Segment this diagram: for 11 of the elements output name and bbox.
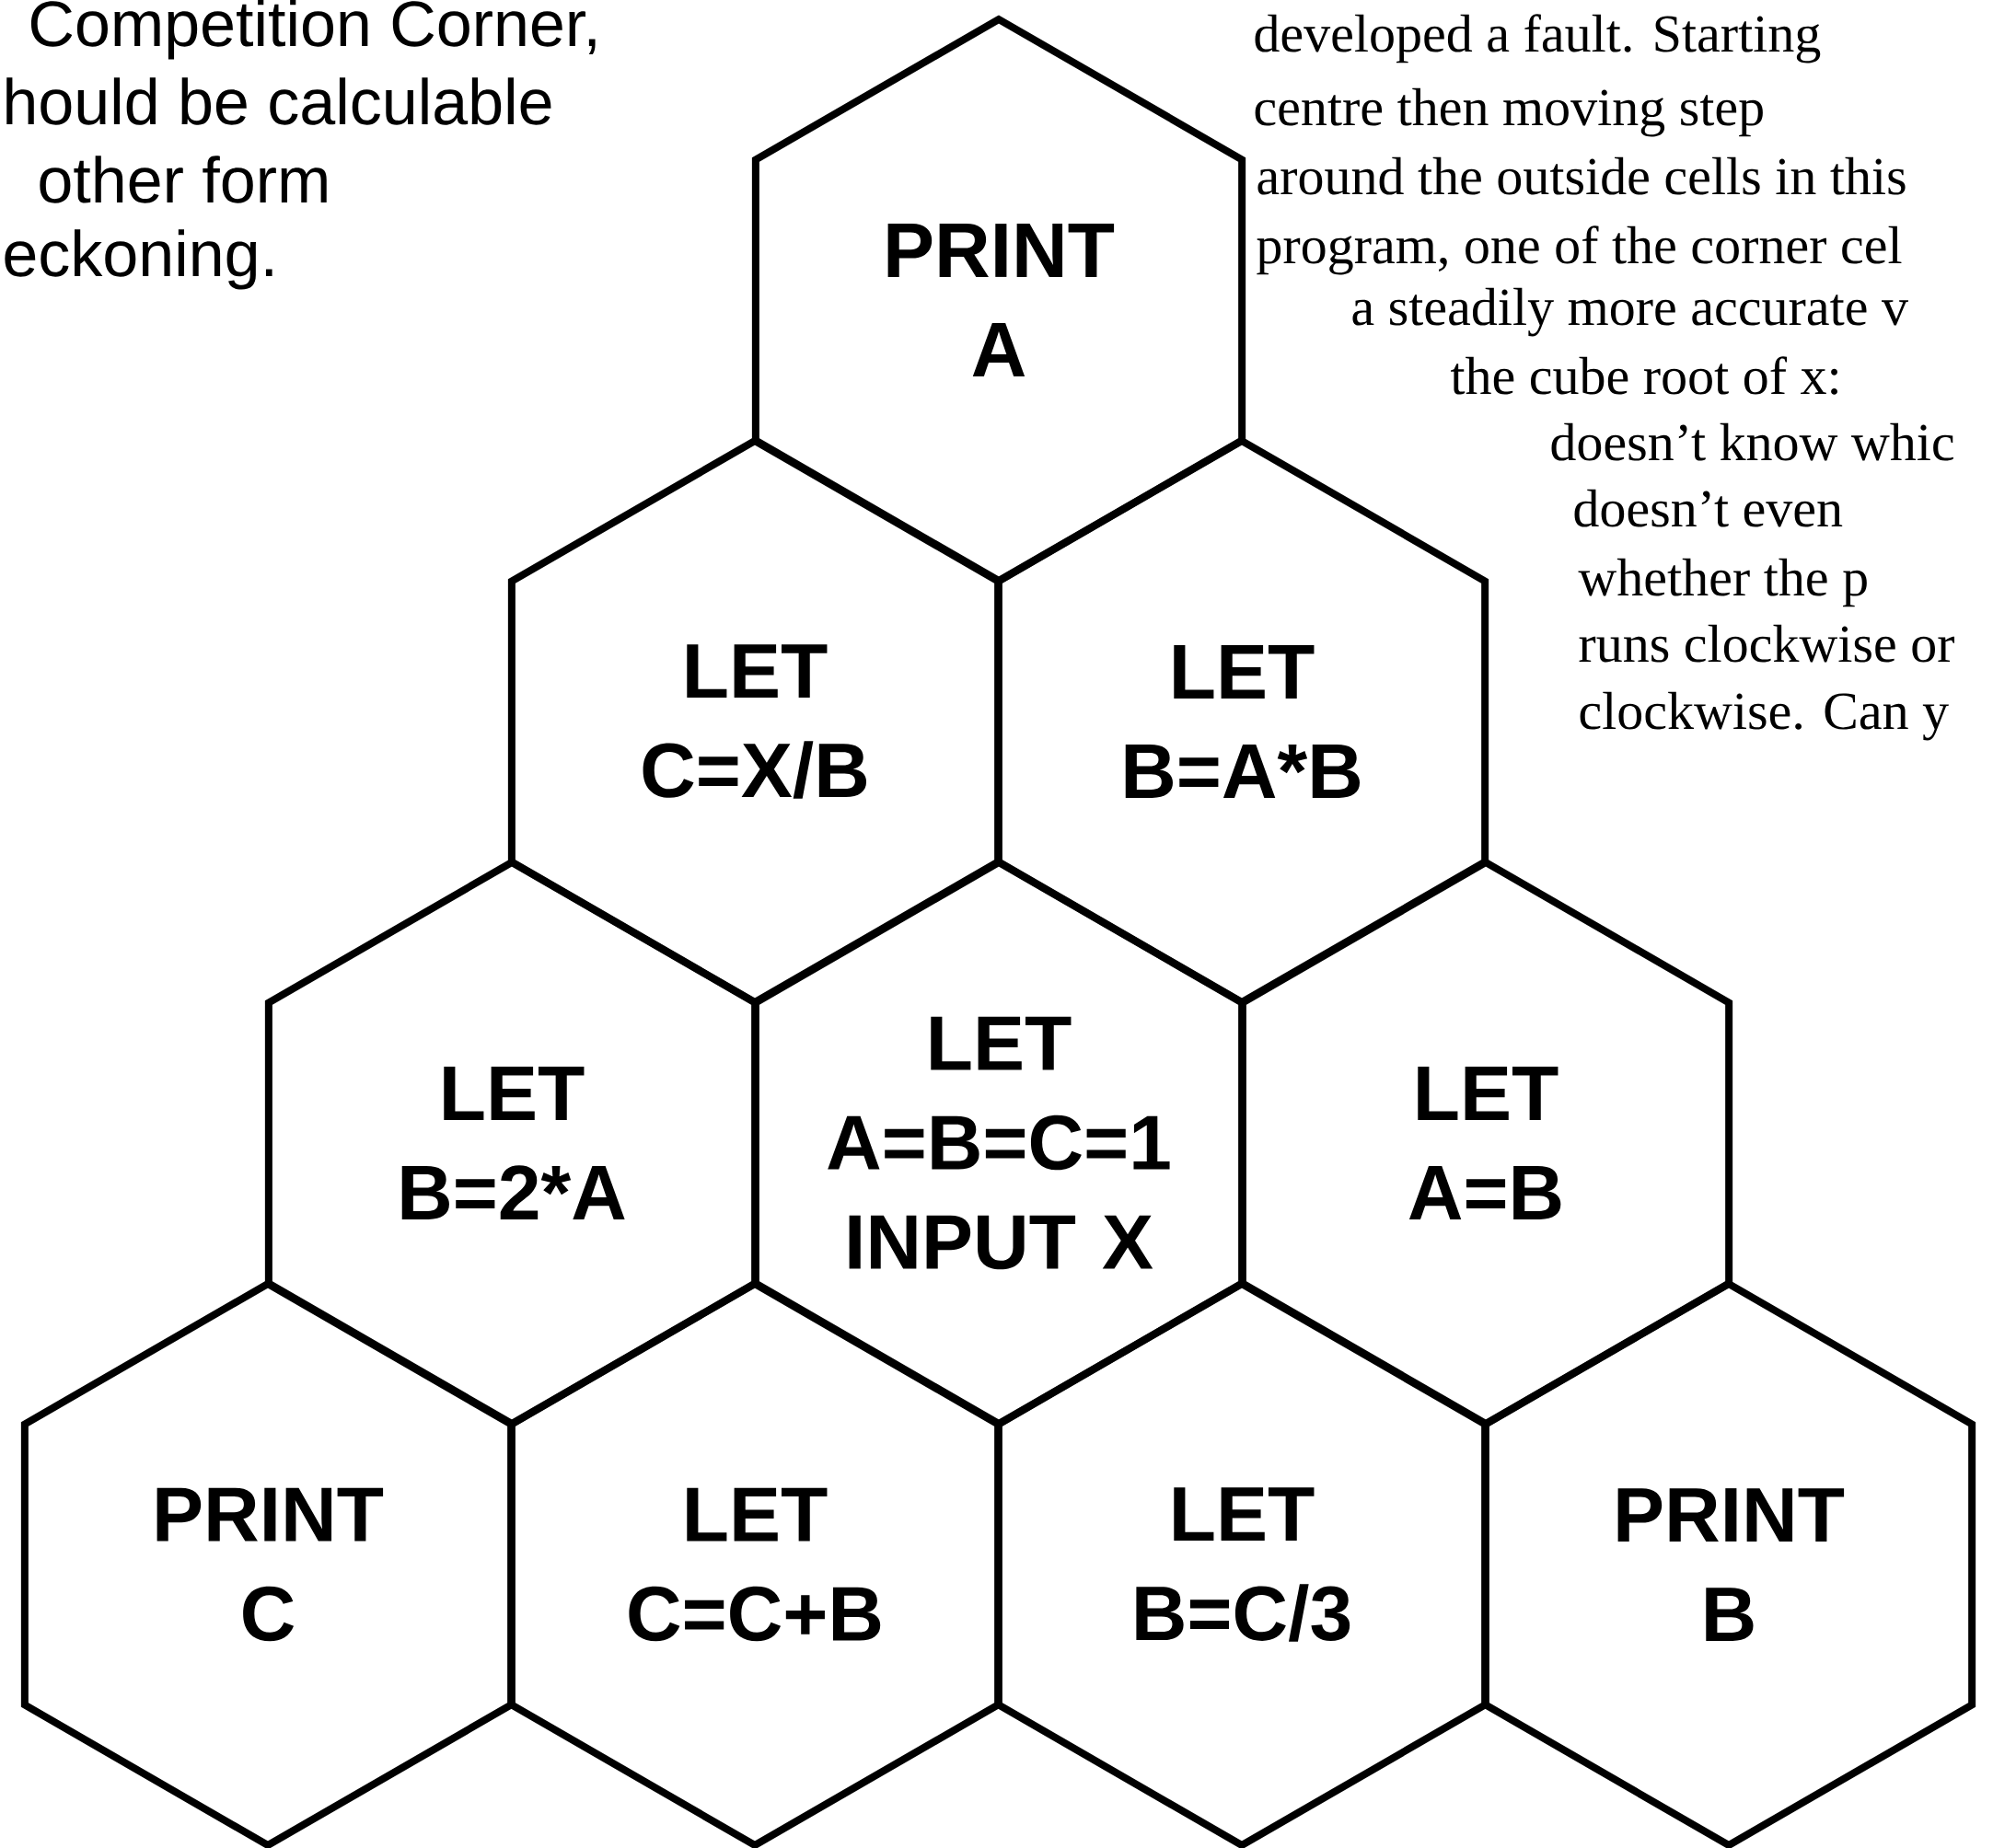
text-line: other form	[40, 156, 327, 203]
text-line: clockwise. Can y	[1580, 691, 1949, 741]
text-line: eckoning.	[5, 229, 272, 290]
text-line: doesn’t even	[1574, 489, 1843, 527]
text-line: doesn’t know whic	[1551, 422, 1953, 461]
text-line: whether the p	[1578, 558, 1867, 607]
text-line: hould be calculable	[6, 77, 551, 125]
text-line: runs clockwise or	[1579, 624, 1954, 663]
text-line: the cube root of x:	[1451, 356, 1837, 395]
text-line: Competition Corner,	[30, 0, 596, 60]
text-line: a steadily more accurate v	[1352, 287, 1908, 337]
